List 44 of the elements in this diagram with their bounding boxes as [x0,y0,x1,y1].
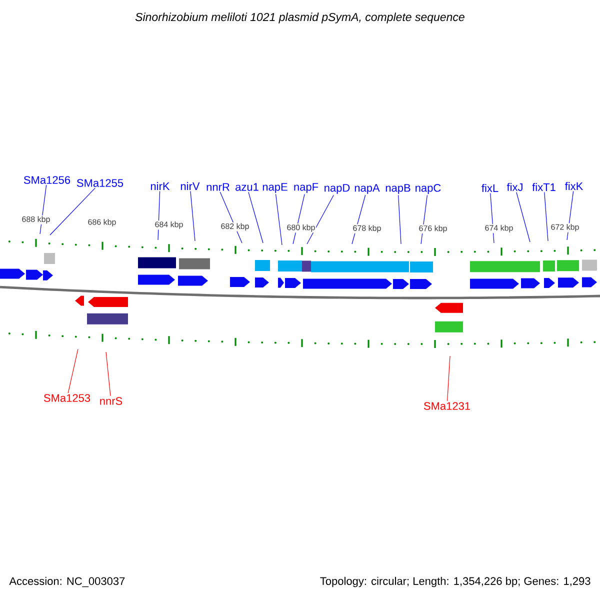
leader-line [248,192,264,244]
gene-label: napC [416,184,441,194]
gene-label: napD [324,184,350,194]
scale-label: 688 kbp [20,215,52,224]
scale-label: 676 kbp [418,224,448,234]
scale-label: 674 kbp [484,224,514,234]
gene-label: napB [386,184,410,194]
tick-row [8,330,596,348]
gene-label: nirV [180,182,200,190]
leader-line [50,188,96,236]
gene-label: fixJ [506,182,522,192]
leader-line [106,352,111,396]
gene-label: fixK [565,182,584,190]
gene-label: fixL [482,184,498,192]
scale-label: 684 kbp [154,220,184,230]
gene-label: SMa1253 [44,394,90,402]
scale-label: 678 kbp [352,224,382,234]
accession-text: Accession: NC_003037 [9,576,125,588]
leader-line [544,192,548,242]
gene-label: nnrS [100,397,122,405]
gene-label: nnrR [206,183,230,191]
tick-row [8,238,596,256]
scale-label: 686 kbp [86,218,118,228]
gene-label: napE [262,183,288,193]
leader-line [306,194,334,244]
leader-line [190,190,196,242]
gene-label: SMa1256 [24,176,70,184]
gene-label: SMa1255 [76,179,124,187]
gene-label: SMa1231 [424,402,470,410]
scale-label: 672 kbp [550,223,580,232]
leader-line [447,356,450,402]
topology-text: Topology: circular; Length: 1,354,226 bp; Genes: 1,293 [320,576,590,588]
leader-line [398,194,402,244]
leader-line [68,348,78,394]
leader-line [516,192,530,242]
gene-label: azu1 [236,183,258,191]
gene-label: nirK [150,182,170,190]
title: Sinorhizobium meliloti 1021 plasmid pSymA, complete sequence [135,12,464,24]
leader-line [275,194,282,246]
scale-label: 682 kbp [220,222,250,232]
scale-label: 680 kbp [286,224,316,233]
gene-label: fixT1 [532,183,556,191]
gene-label: napF [294,183,318,193]
gene-label: napA [354,184,380,194]
